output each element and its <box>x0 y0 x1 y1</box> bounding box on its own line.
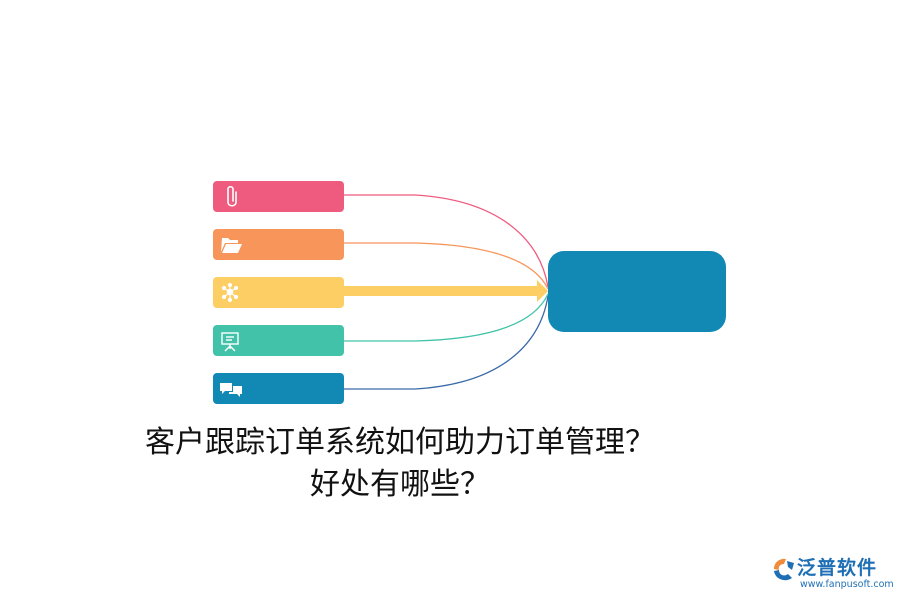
item-bar-4 <box>213 325 344 356</box>
connector-4 <box>344 293 549 342</box>
connector-1 <box>344 194 549 288</box>
item-bar-3 <box>213 277 344 308</box>
presentation-board-icon <box>221 332 239 352</box>
folder-open-icon <box>221 238 242 253</box>
brand-name: 泛普软件 <box>797 557 878 579</box>
title-line-1: 客户跟踪订单系统如何助力订单管理？ <box>145 425 655 460</box>
item-bar-1 <box>213 181 344 212</box>
item-bar-2 <box>213 229 344 260</box>
target-box <box>548 251 726 332</box>
connector-5 <box>344 295 549 390</box>
item-bar-5 <box>213 373 344 404</box>
network-nodes-icon <box>221 282 239 303</box>
connector-3-arrow <box>344 280 548 302</box>
connector-2 <box>344 242 549 290</box>
brand-url: www.fanpusoft.com <box>800 579 894 590</box>
paperclip-icon <box>227 185 237 207</box>
title-line-2: 好处有哪些？ <box>310 467 490 502</box>
chat-bubbles-icon <box>220 383 242 397</box>
fanpu-logo-icon <box>774 558 794 581</box>
brand-logo: 泛普软件 www.fanpusoft.com <box>770 553 896 597</box>
